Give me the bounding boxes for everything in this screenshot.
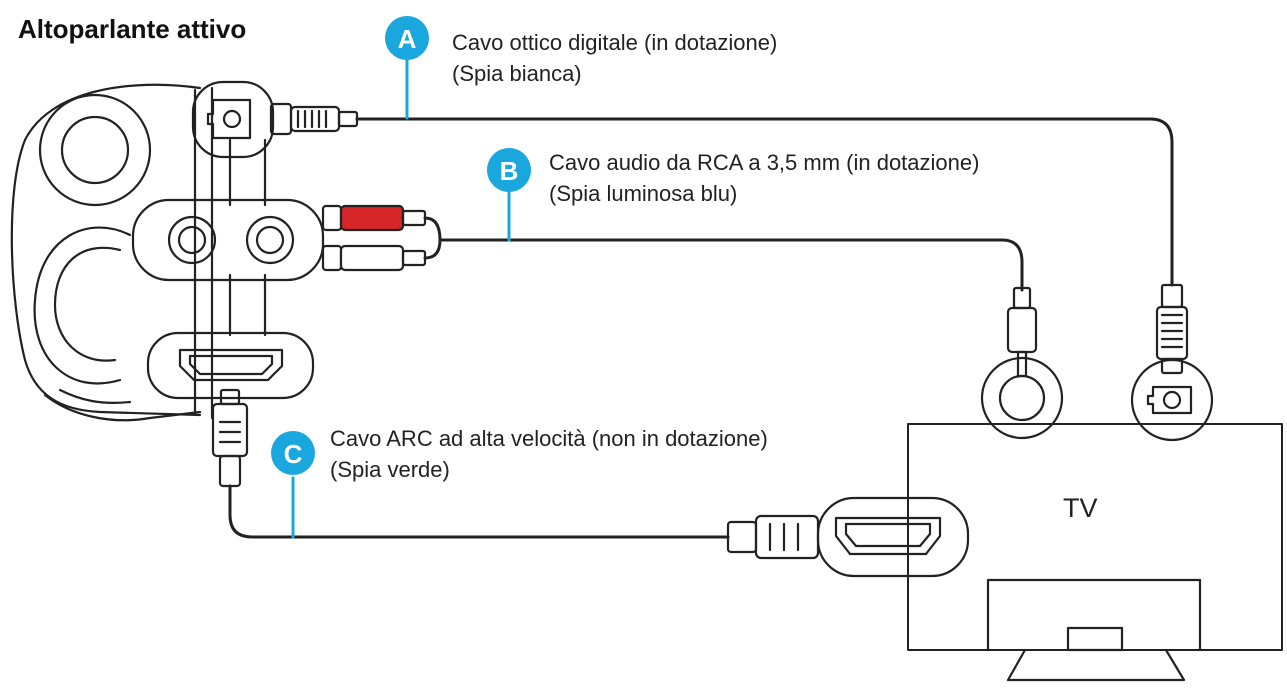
tv xyxy=(907,423,1283,682)
badge-b: B xyxy=(487,148,531,192)
speaker-woofer xyxy=(33,226,132,385)
rca-ports xyxy=(131,198,325,282)
cable-a-note: (Spia bianca) xyxy=(452,61,582,86)
speaker-title: Altoparlante attivo xyxy=(18,14,247,44)
tv-analog-port xyxy=(980,356,1064,440)
active-speaker xyxy=(10,83,267,422)
badge-a: A xyxy=(385,16,429,60)
rca-white-plug xyxy=(339,244,405,272)
optical-port xyxy=(191,80,275,159)
tv-label: TV xyxy=(1063,493,1098,523)
cable-b-name: Cavo audio da RCA a 3,5 mm (in dotazione… xyxy=(549,150,980,175)
speaker-tweeter xyxy=(38,93,152,207)
rca-red-plug xyxy=(339,204,405,232)
badge-b-letter: B xyxy=(500,156,519,186)
badge-c: C xyxy=(271,431,315,475)
tv-screen xyxy=(907,423,1283,651)
cable-b-note: (Spia luminosa blu) xyxy=(549,181,738,206)
cable-a-optical xyxy=(269,102,1214,442)
cable-a-name: Cavo ottico digitale (in dotazione) xyxy=(452,30,778,55)
tv-stand xyxy=(1006,648,1186,682)
tv-hdmi-port xyxy=(816,496,970,578)
badge-a-letter: A xyxy=(398,24,417,54)
cable-c-note: (Spia verde) xyxy=(330,457,450,482)
cable-c-name: Cavo ARC ad alta velocità (non in dotazi… xyxy=(330,426,768,451)
cable-c-hdmi xyxy=(211,388,970,578)
tv-optical-port xyxy=(1130,358,1214,442)
badge-c-letter: C xyxy=(284,439,303,469)
cable-b-rca xyxy=(321,204,1064,440)
hdmi-port xyxy=(146,331,315,400)
